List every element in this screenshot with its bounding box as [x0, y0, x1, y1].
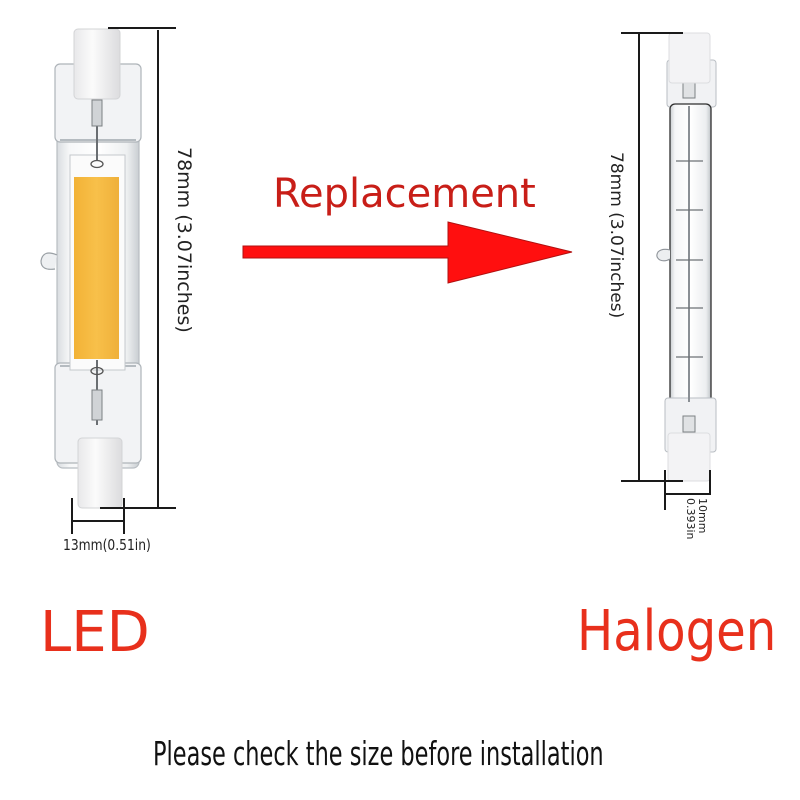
- halogen-width-left-tick: [664, 470, 666, 510]
- halogen-width-right-tick: [709, 470, 711, 495]
- halogen-length-label: 78mm (3.07inches): [606, 152, 626, 319]
- led-width-line: [72, 520, 124, 522]
- replacement-label: Replacement: [273, 171, 536, 217]
- halogen-length-top-tick: [621, 32, 683, 34]
- caption-text: Please check the size before installatio…: [153, 734, 604, 773]
- halogen-length-line: [638, 33, 640, 481]
- halogen-width-mm-label: 10mm: [696, 498, 709, 534]
- halogen-length-bottom-tick: [621, 480, 683, 482]
- led-width-label: 13mm(0.51in): [63, 536, 151, 554]
- led-length-top-tick: [108, 27, 176, 29]
- led-length-line: [157, 30, 159, 508]
- halogen-title: Halogen: [577, 599, 777, 664]
- led-length-bottom-tick: [100, 507, 176, 509]
- halogen-width-in-label: 0.393in: [684, 498, 697, 540]
- led-width-right-tick: [123, 498, 125, 534]
- led-title: LED: [40, 600, 150, 665]
- halogen-width-line: [665, 493, 710, 495]
- led-width-left-tick: [71, 498, 73, 534]
